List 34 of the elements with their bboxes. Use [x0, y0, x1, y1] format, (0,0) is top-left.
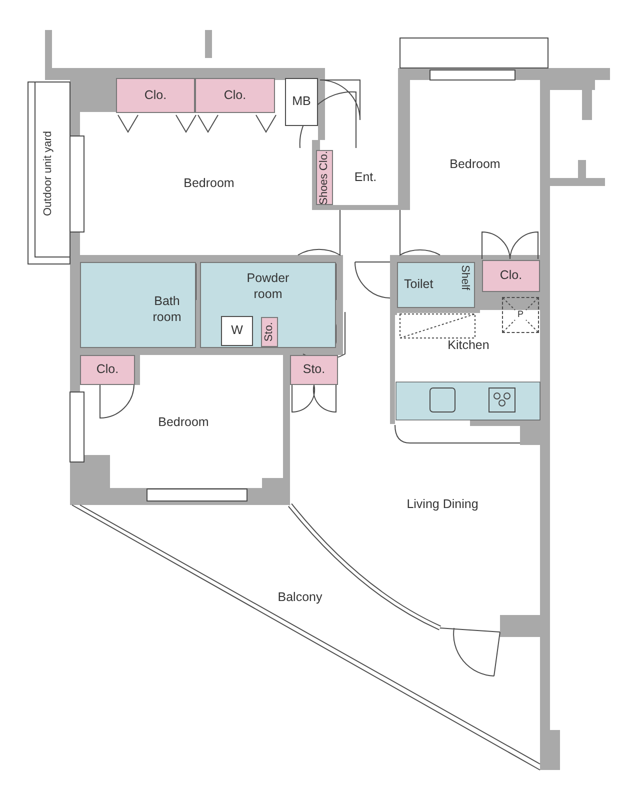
room-name: P — [517, 309, 524, 321]
room-name: Kitchen — [448, 338, 490, 354]
room-name: Bedroom — [450, 157, 500, 173]
washer-space-box — [221, 316, 253, 346]
room-name: Powder room — [246, 271, 290, 302]
storage-box — [290, 355, 338, 385]
powder-room-area — [200, 262, 336, 348]
room-name: Sto. — [262, 322, 276, 342]
room-name: Balcony — [278, 590, 322, 606]
closet-box — [80, 355, 135, 385]
room-name: Ent. — [354, 170, 377, 186]
room-name: Bath room — [152, 294, 182, 326]
room-name: Bedroom — [184, 176, 234, 192]
shelf-label: Shelf — [459, 265, 471, 290]
toilet-area — [397, 262, 475, 308]
closet-box — [195, 78, 275, 113]
room-name: W — [231, 323, 243, 339]
room-name: Clo. — [96, 362, 119, 378]
meter-box — [285, 78, 318, 126]
room-name: Sto. — [302, 362, 326, 378]
room-name: Bedroom — [158, 415, 209, 431]
pipe-shaft-box — [502, 297, 539, 333]
room-name: Clo. — [144, 88, 167, 104]
room-name: Clo. — [500, 268, 522, 284]
closet-box — [116, 78, 195, 113]
room-name: Shoes Clo. — [318, 150, 331, 204]
room-name: Living Dining — [406, 497, 478, 513]
closet-box — [482, 260, 540, 292]
room-name: Outdoor unit yard — [42, 130, 56, 216]
room-name: Clo. — [224, 88, 246, 104]
bath-room-area — [80, 262, 196, 348]
room-name: MB — [292, 94, 311, 110]
storage-box — [261, 317, 278, 347]
room-name: Toilet — [404, 277, 434, 293]
